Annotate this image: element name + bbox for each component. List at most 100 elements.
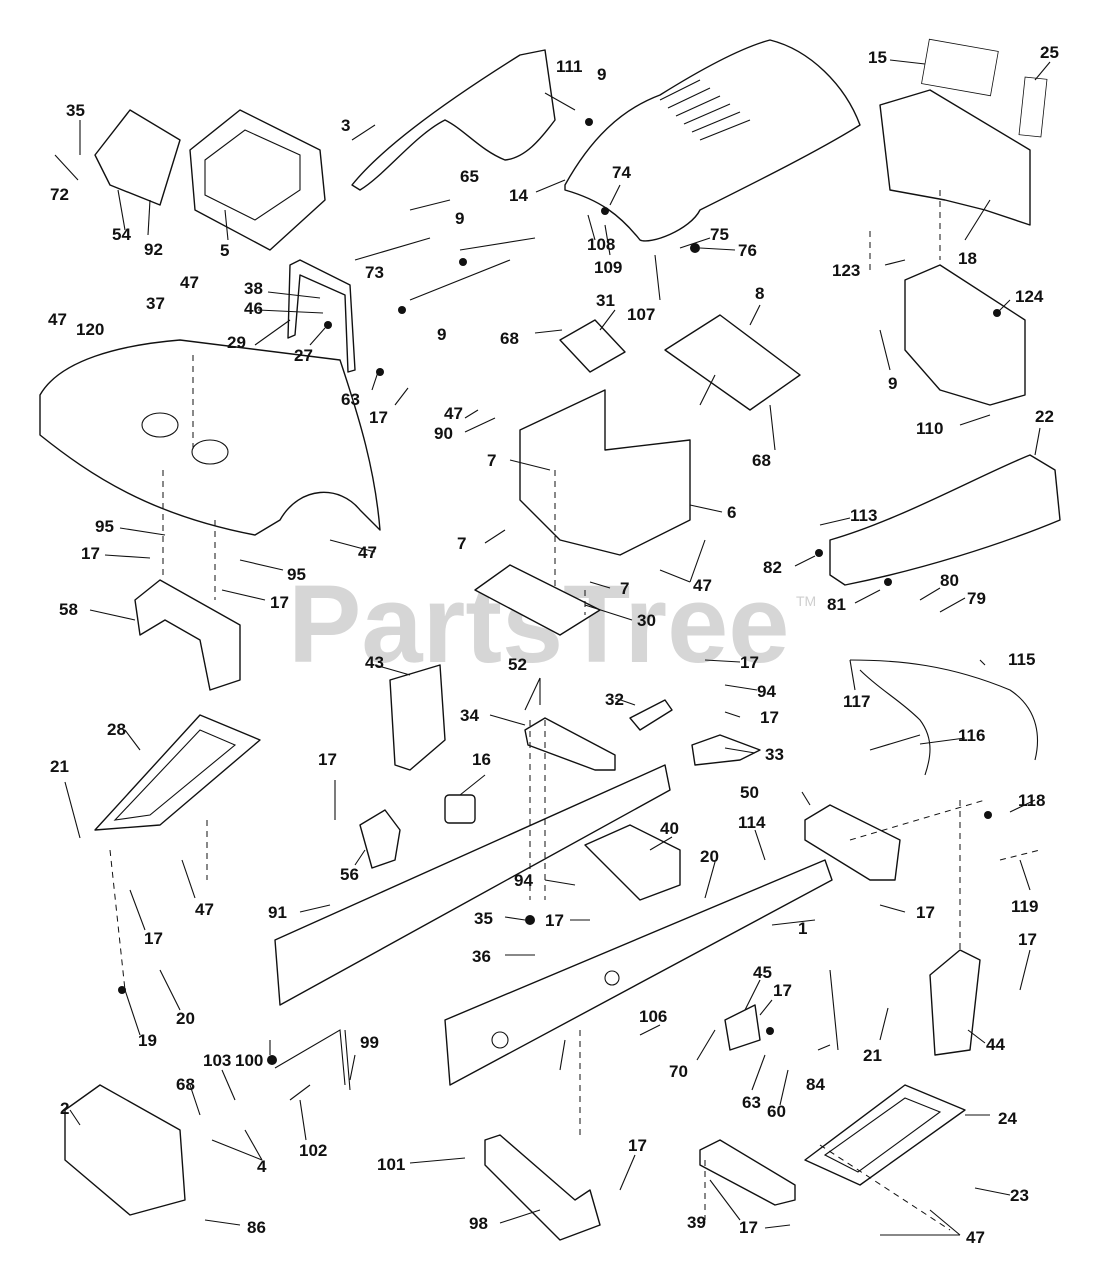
callout-118: 118 (1018, 791, 1045, 810)
part-39-bracket[interactable] (699, 1139, 796, 1206)
callout-47-e: 47 (358, 543, 377, 562)
callout-15: 15 (868, 48, 887, 67)
part-5-console-inset (204, 129, 301, 221)
part-8-battery-tray[interactable] (664, 314, 801, 411)
callout-68-b: 68 (752, 451, 771, 470)
callout-46: 46 (244, 299, 263, 318)
part-102-pin[interactable] (289, 1084, 311, 1101)
part-45-hitch[interactable] (724, 1004, 761, 1051)
callout-22: 22 (1035, 407, 1054, 426)
callout-21-a: 21 (50, 757, 69, 776)
part-100-rod[interactable] (274, 1029, 346, 1086)
part-58-support[interactable] (134, 579, 241, 691)
part-28-footrest[interactable] (94, 714, 261, 831)
part-1-frame-right[interactable] (444, 859, 833, 1086)
callout-28: 28 (107, 720, 126, 739)
part-1-hole-mid (604, 970, 620, 986)
part-3-hood-side[interactable] (351, 49, 556, 191)
callout-5: 5 (220, 241, 229, 260)
callout-94-mid: 94 (514, 871, 533, 890)
part-31-bracket[interactable] (559, 319, 626, 373)
callout-47-c: 47 (444, 404, 463, 423)
callout-47-b: 47 (48, 310, 67, 329)
part-37-hole-left (141, 412, 179, 438)
callout-23: 23 (1010, 1186, 1029, 1205)
callout-115: 115 (1008, 650, 1035, 669)
callout-110: 110 (916, 419, 943, 438)
callout-50: 50 (740, 783, 759, 802)
callout-8: 8 (755, 284, 764, 303)
part-22-bumper[interactable] (829, 454, 1061, 586)
callout-25: 25 (1040, 43, 1059, 62)
part-40-bracket[interactable] (584, 824, 681, 901)
part-65-rod[interactable] (459, 237, 536, 251)
part-73-rod[interactable] (409, 259, 511, 301)
part-99-link[interactable] (344, 1029, 351, 1091)
part-44-hitch-plate[interactable] (929, 949, 981, 1056)
part-73-arm[interactable] (354, 237, 431, 261)
callout-30: 30 (637, 611, 656, 630)
callout-102: 102 (299, 1141, 327, 1160)
callout-9-top: 9 (597, 65, 606, 84)
part-33-bracket[interactable] (691, 734, 761, 766)
callout-18: 18 (958, 249, 977, 268)
callout-37: 37 (146, 294, 165, 313)
part-84-rod[interactable] (829, 969, 839, 1051)
callout-68-a: 68 (500, 329, 519, 348)
callout-113: 113 (850, 506, 877, 525)
callout-40: 40 (660, 819, 679, 838)
part-110-bracket[interactable] (904, 264, 1026, 406)
part-18-grille-housing[interactable] (879, 89, 1031, 226)
callout-120: 120 (76, 320, 104, 339)
callout-17-d: 17 (740, 653, 759, 672)
part-24-footrest[interactable] (804, 1084, 966, 1186)
watermark-trademark: TM (796, 593, 816, 609)
part-91-frame-left[interactable] (274, 764, 671, 1006)
part-6-dash-panel[interactable] (519, 389, 691, 556)
part-50-plate[interactable] (804, 804, 901, 881)
callout-47-a: 47 (180, 273, 199, 292)
part-43-bracket[interactable] (389, 664, 446, 771)
part-32-clip[interactable] (629, 699, 673, 731)
part-56-bracket[interactable] (359, 809, 401, 869)
callout-labels: 3 111 9 14 15 25 18 35 72 54 92 5 65 9 7… (48, 43, 1059, 1247)
assembly-lines (109, 190, 1041, 1231)
callout-35-mid: 35 (474, 909, 493, 928)
callout-4: 4 (257, 1157, 267, 1176)
callout-109: 109 (594, 258, 622, 277)
part-37-pedestal[interactable] (39, 339, 381, 536)
callout-43: 43 (365, 653, 384, 672)
callout-94-top: 94 (757, 682, 776, 701)
callout-74: 74 (612, 163, 631, 182)
callout-31: 31 (596, 291, 615, 310)
callout-92: 92 (144, 240, 163, 259)
part-2-front-plate[interactable] (64, 1084, 186, 1216)
part-116-strap[interactable] (869, 734, 921, 751)
callout-58: 58 (59, 600, 78, 619)
callout-90: 90 (434, 424, 453, 443)
part-29-bracket[interactable] (287, 259, 356, 373)
part-5-dash-console[interactable] (189, 109, 326, 251)
callout-123: 123 (832, 261, 860, 280)
callout-47-d: 47 (693, 576, 712, 595)
callout-63-top: 63 (341, 390, 360, 409)
callout-52: 52 (508, 655, 527, 674)
part-65-arm[interactable] (409, 199, 451, 211)
part-16-plug[interactable] (444, 794, 476, 824)
callout-7-c: 7 (620, 579, 629, 598)
callout-24: 24 (998, 1109, 1017, 1128)
callout-81: 81 (827, 595, 846, 614)
callout-9-lower: 9 (437, 325, 446, 344)
part-14-hood[interactable] (564, 39, 861, 242)
part-34-cross[interactable] (524, 717, 616, 771)
callout-6: 6 (727, 503, 736, 522)
callout-17-i: 17 (144, 929, 163, 948)
part-92-cover-plate[interactable] (94, 109, 181, 206)
callout-95-b: 95 (287, 565, 306, 584)
part-115-tow-bar[interactable] (849, 659, 1039, 776)
part-15-screen[interactable] (921, 38, 999, 97)
callout-111: 111 (556, 57, 583, 76)
part-25-screen[interactable] (1018, 76, 1048, 138)
callout-56: 56 (340, 865, 359, 884)
part-98-skid-plate[interactable] (484, 1134, 601, 1241)
